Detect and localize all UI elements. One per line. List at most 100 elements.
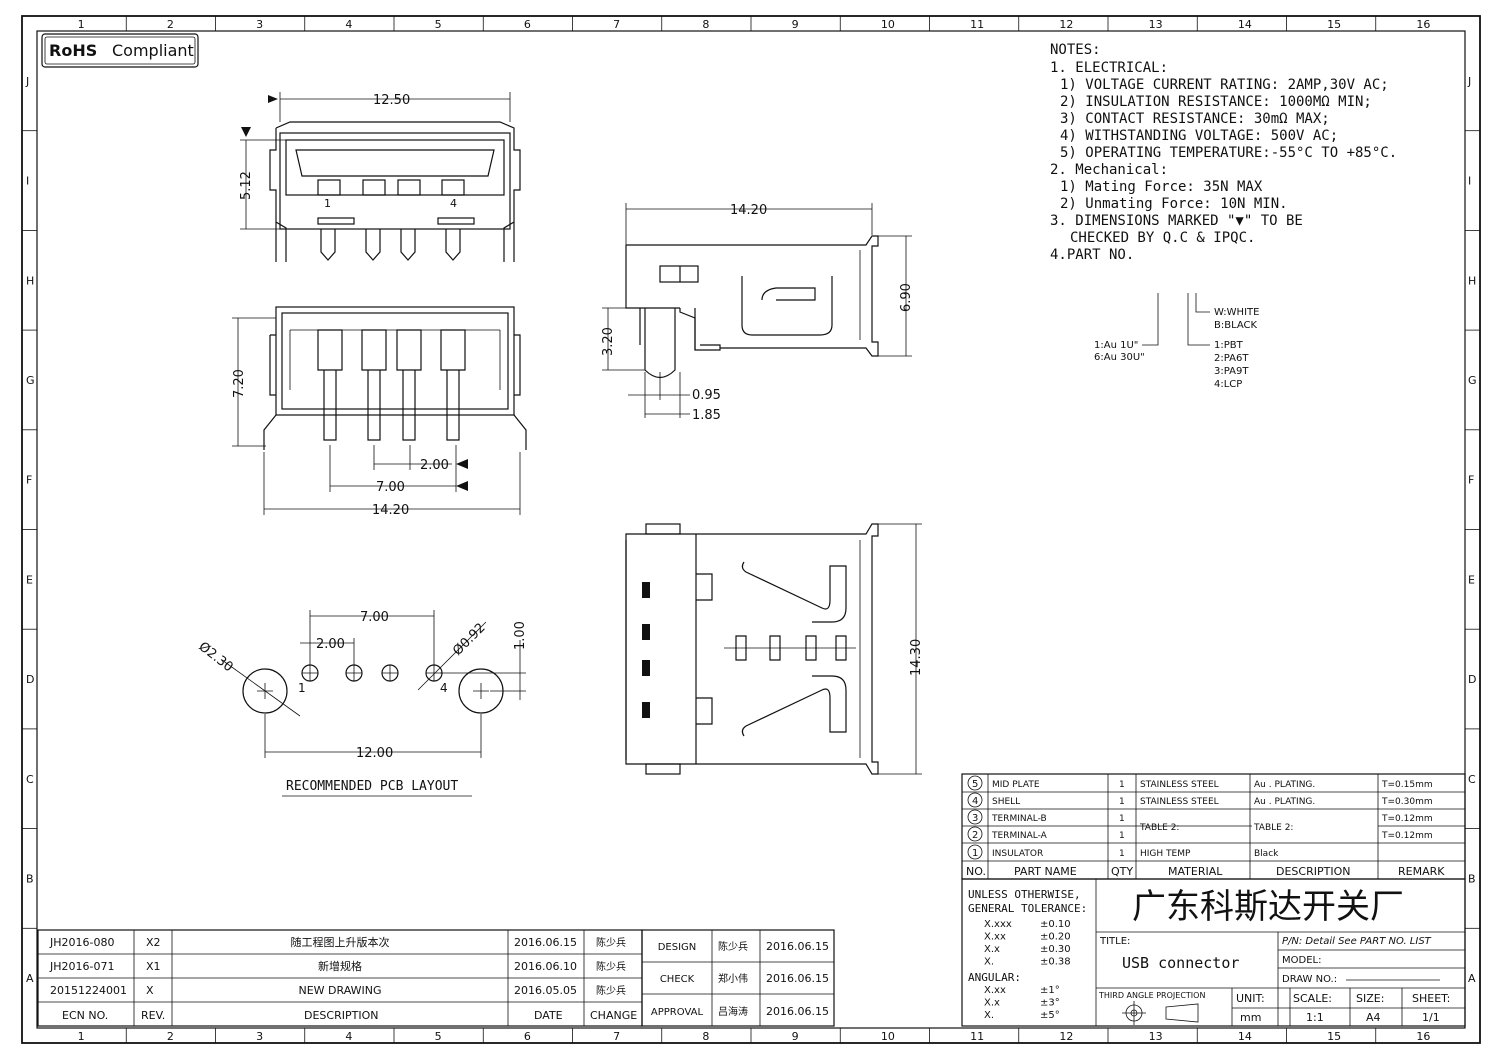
bom-no: 3 — [972, 813, 978, 824]
approval-date: 2016.06.15 — [766, 940, 829, 953]
zone-grid: 1122334455667788991010111112121313141415… — [22, 16, 1480, 1043]
zone-row-label: H — [1468, 274, 1476, 287]
front-view: 1 4 12.50 5.12 — [239, 92, 521, 262]
pin-1-label: 1 — [324, 197, 331, 210]
rev-change: 陈少兵 — [596, 936, 626, 949]
zone-col-label: 16 — [1416, 1030, 1430, 1043]
rev-date: 2016.06.15 — [514, 936, 577, 949]
bottom-view: 7.20 2.00 7.00 14.20 — [232, 306, 527, 518]
bom-description: TABLE 2: — [1253, 823, 1293, 833]
bom-header-qty: QTY — [1111, 865, 1133, 878]
color-option: W:WHITE — [1214, 307, 1259, 318]
dim-7-00: 7.00 — [376, 480, 405, 495]
rev-header-rev: REV. — [141, 1009, 165, 1022]
dimension-note: 3. DIMENSIONS MARKED "▼" TO BE — [1050, 213, 1303, 229]
zone-col-label: 10 — [881, 18, 895, 31]
title-label: TITLE: — [1099, 936, 1130, 947]
electrical-note: 1) VOLTAGE CURRENT RATING: 2AMP,30V AC; — [1060, 77, 1389, 93]
bom-remark: T=0.30mm — [1381, 797, 1433, 807]
zone-col-label: 13 — [1149, 18, 1163, 31]
zone-row-label: G — [26, 374, 35, 387]
zone-col-label: 14 — [1238, 18, 1252, 31]
material-option: 3:PA9T — [1214, 366, 1249, 377]
dim-5-12: 5.12 — [239, 171, 254, 200]
bom-qty: 1 — [1119, 831, 1125, 841]
sheet-value: 1/1 — [1422, 1011, 1440, 1024]
rev-description: 新增规格 — [318, 959, 362, 973]
scale-value: 1:1 — [1306, 1011, 1324, 1024]
zone-col-label: 15 — [1327, 1030, 1341, 1043]
tolerance-value: ±0.38 — [1040, 957, 1071, 968]
zone-col-label: 1 — [78, 18, 85, 31]
bom-qty: 1 — [1119, 797, 1125, 807]
pcb-layout-title: RECOMMENDED PCB LAYOUT — [286, 779, 458, 794]
electrical-note: 3) CONTACT RESISTANCE: 30mΩ MAX; — [1060, 111, 1330, 127]
angular-title: ANGULAR: — [968, 971, 1021, 984]
rev-ecn: JH2016-071 — [49, 960, 114, 973]
zone-col-label: 6 — [524, 1030, 531, 1043]
bom-qty: 1 — [1119, 814, 1125, 824]
mechanical-title: 2. Mechanical: — [1050, 162, 1168, 178]
rev-description: NEW DRAWING — [298, 984, 381, 997]
approval-role: CHECK — [660, 974, 695, 985]
dim-side-14-20: 14.20 — [730, 203, 767, 218]
part-no-note: 4.PART NO. — [1050, 247, 1134, 263]
zone-col-label: 12 — [1059, 18, 1073, 31]
bom-part-name: INSULATOR — [992, 849, 1043, 859]
zone-col-label: 8 — [702, 18, 709, 31]
zone-col-label: 16 — [1416, 18, 1430, 31]
bom-no: 1 — [972, 848, 978, 859]
pin-4-label: 4 — [450, 197, 457, 210]
bom-remark: T=0.12mm — [1381, 814, 1433, 824]
tolerance-format: X.xx — [984, 932, 1006, 943]
top-view: 14.30 — [625, 523, 924, 775]
dim-pcb-peg: Ø2.30 — [196, 639, 236, 675]
zone-row-label: F — [1468, 474, 1474, 487]
electrical-note: 2) INSULATION RESISTANCE: 1000MΩ MIN; — [1060, 94, 1372, 110]
dim-side-3-20: 3.20 — [601, 327, 616, 356]
bom-header-no: NO. — [966, 865, 986, 878]
zone-row-label: F — [26, 474, 32, 487]
rev-change: 陈少兵 — [596, 984, 626, 997]
approval-name: 郑小伟 — [718, 972, 748, 985]
bom-description: Au . PLATING. — [1254, 780, 1315, 790]
angular-value: ±1° — [1040, 985, 1060, 996]
material-option: 2:PA6T — [1214, 353, 1249, 364]
bom-qty: 1 — [1119, 849, 1125, 859]
zone-col-label: 7 — [613, 18, 620, 31]
zone-col-label: 8 — [702, 1030, 709, 1043]
bom-remark: T=0.15mm — [1381, 780, 1433, 790]
plating-option: 1:Au 1U" — [1094, 340, 1138, 351]
zone-row-label: E — [26, 573, 33, 586]
mechanical-note: 2) Unmating Force: 10N MIN. — [1060, 196, 1288, 212]
zone-col-label: 12 — [1059, 1030, 1073, 1043]
model-label: MODEL: — [1282, 955, 1321, 966]
approval-name: 吕海涛 — [718, 1005, 748, 1018]
bom-no: 4 — [972, 796, 978, 807]
compliant-text: Compliant — [112, 41, 194, 60]
part-code-diagram: 1:Au 1U" 6:Au 30U" W:WHITE B:BLACK 1:PBT… — [1094, 293, 1259, 390]
notes-header: NOTES: — [1050, 42, 1101, 58]
bom-header-material: MATERIAL — [1168, 865, 1223, 878]
zone-col-label: 15 — [1327, 18, 1341, 31]
size-value: A4 — [1366, 1011, 1381, 1024]
bom-remark: T=0.12mm — [1381, 831, 1433, 841]
dim-top-14-30: 14.30 — [909, 639, 924, 676]
zone-col-label: 7 — [613, 1030, 620, 1043]
zone-col-label: 9 — [792, 18, 799, 31]
bom-header-description: DESCRIPTION — [1276, 865, 1350, 878]
zone-row-label: H — [26, 274, 34, 287]
dim-pcb-1-00: 1.00 — [513, 621, 528, 650]
drawing-title: USB connector — [1122, 954, 1239, 972]
electrical-note: 5) OPERATING TEMPERATURE:-55°C TO +85°C. — [1060, 145, 1397, 161]
zone-col-label: 9 — [792, 1030, 799, 1043]
rev-code: X1 — [146, 960, 161, 973]
zone-row-label: B — [26, 872, 34, 885]
dim-pcb-2-00: 2.00 — [316, 637, 345, 652]
zone-row-label: G — [1468, 374, 1477, 387]
bom-part-name: TERMINAL-B — [991, 814, 1047, 824]
plating-option: 6:Au 30U" — [1094, 352, 1145, 363]
zone-col-label: 14 — [1238, 1030, 1252, 1043]
angular-format: X.xx — [984, 985, 1006, 996]
